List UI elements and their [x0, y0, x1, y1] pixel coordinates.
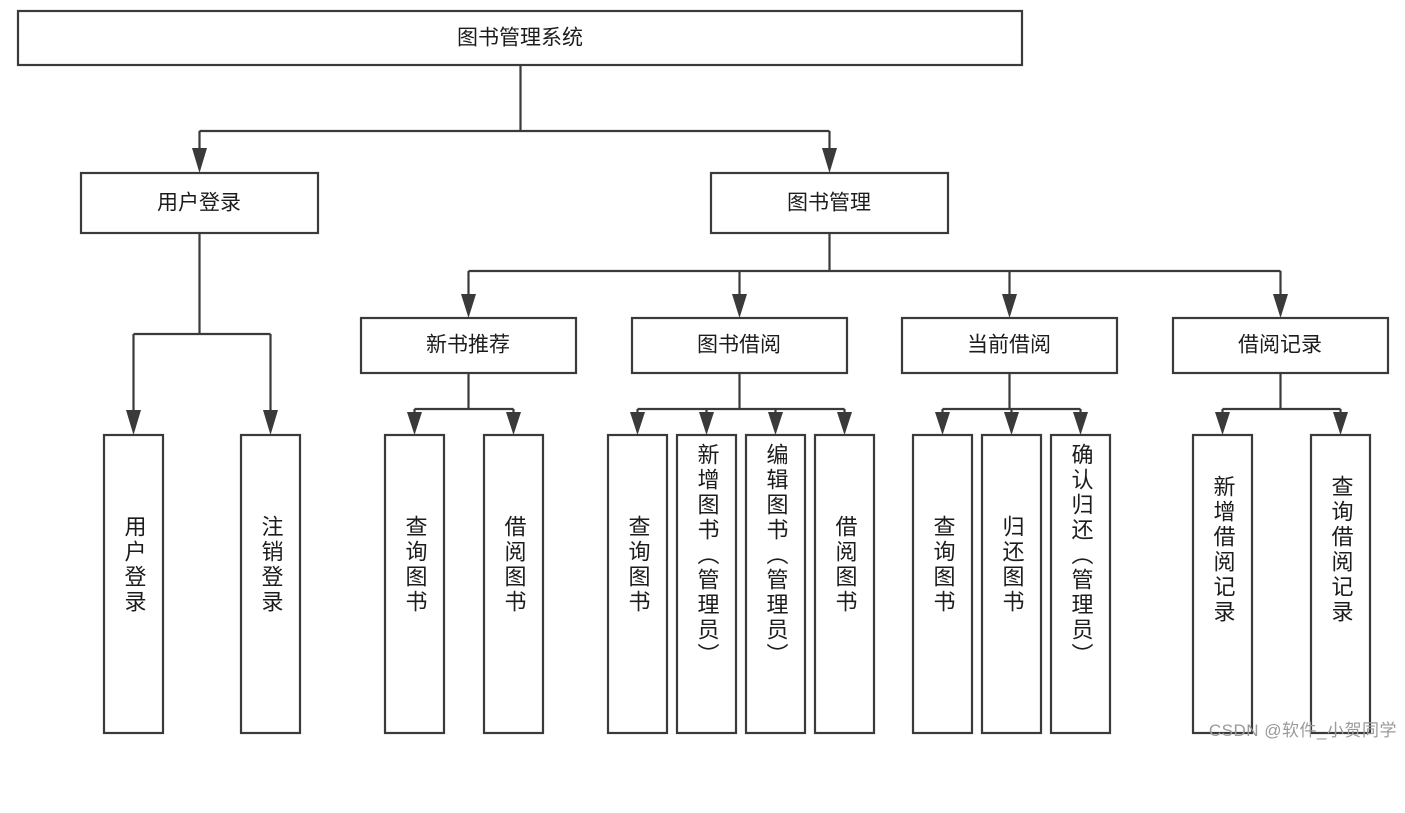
- leafbox-borrow-book-1[interactable]: [482, 433, 545, 735]
- node-book-manage-label: 图书管理: [787, 192, 871, 215]
- node-book-borrow[interactable]: 图书借阅: [630, 316, 849, 375]
- arrow-current-borrow: [1002, 294, 1017, 318]
- node-user-login-label: 用户登录: [157, 192, 241, 215]
- arrow-leaf-borrow-book-2: [837, 412, 852, 435]
- arrow-leaf-logout-login: [263, 410, 278, 435]
- node-borrow-record-label: 借阅记录: [1238, 334, 1322, 357]
- arrow-leaf-confirm-return: [1073, 412, 1088, 435]
- leafbox-query-book-2[interactable]: [606, 433, 669, 735]
- arrow-leaf-borrow-book-1: [506, 412, 521, 435]
- arrow-borrow-record: [1273, 294, 1288, 318]
- leafbox-user-login[interactable]: [102, 433, 165, 735]
- leafbox-query-book-3[interactable]: [911, 433, 974, 735]
- node-book-manage[interactable]: 图书管理: [709, 171, 950, 235]
- arrow-new-book-rec: [461, 294, 476, 318]
- leafbox-borrow-book-2[interactable]: [813, 433, 876, 735]
- leafbox-confirm-return[interactable]: [1049, 433, 1112, 735]
- arrow-leaf-add-book: [699, 412, 714, 435]
- node-user-login[interactable]: 用户登录: [79, 171, 320, 235]
- node-book-borrow-label: 图书借阅: [697, 334, 781, 357]
- node-borrow-record[interactable]: 借阅记录: [1171, 316, 1390, 375]
- leafbox-query-record[interactable]: [1309, 433, 1372, 735]
- arrow-user-login: [192, 148, 207, 173]
- arrow-leaf-query-record: [1333, 412, 1348, 435]
- leafbox-query-book-1[interactable]: [383, 433, 446, 735]
- node-root-label: 图书管理系统: [457, 27, 583, 50]
- leafbox-return-book[interactable]: [980, 433, 1043, 735]
- arrow-leaf-query-book-2: [630, 412, 645, 435]
- leafbox-add-book[interactable]: [675, 433, 738, 735]
- org-tree-svg: 图书管理系统 用户登录 图书管理 新书推荐 图书借阅 当前: [16, 9, 1390, 735]
- csdn-watermark: CSDN @软件_小贺同学: [1208, 721, 1397, 740]
- node-current-borrow[interactable]: 当前借阅: [900, 316, 1119, 375]
- edges-layer: [126, 65, 1348, 435]
- node-current-borrow-label: 当前借阅: [967, 334, 1051, 357]
- arrow-book-manage: [822, 148, 837, 173]
- node-new-book-rec-label: 新书推荐: [426, 334, 510, 357]
- leafbox-edit-book[interactable]: [744, 433, 807, 735]
- arrow-leaf-return-book: [1004, 412, 1019, 435]
- nodes-layer: 图书管理系统 用户登录 图书管理 新书推荐 图书借阅 当前: [16, 9, 1390, 735]
- node-root[interactable]: 图书管理系统: [16, 9, 1024, 67]
- arrow-leaf-query-book-1: [407, 412, 422, 435]
- arrow-book-borrow: [732, 294, 747, 318]
- arrow-leaf-add-record: [1215, 412, 1230, 435]
- leafbox-logout-login[interactable]: [239, 433, 302, 735]
- arrow-leaf-user-login: [126, 410, 141, 435]
- node-new-book-rec[interactable]: 新书推荐: [359, 316, 578, 375]
- arrow-leaf-edit-book: [768, 412, 783, 435]
- leafbox-add-record[interactable]: [1191, 433, 1254, 735]
- diagram-canvas: 图书管理系统 用户登录 图书管理 新书推荐 图书借阅 当前: [16, 9, 1397, 740]
- arrow-leaf-query-book-3: [935, 412, 950, 435]
